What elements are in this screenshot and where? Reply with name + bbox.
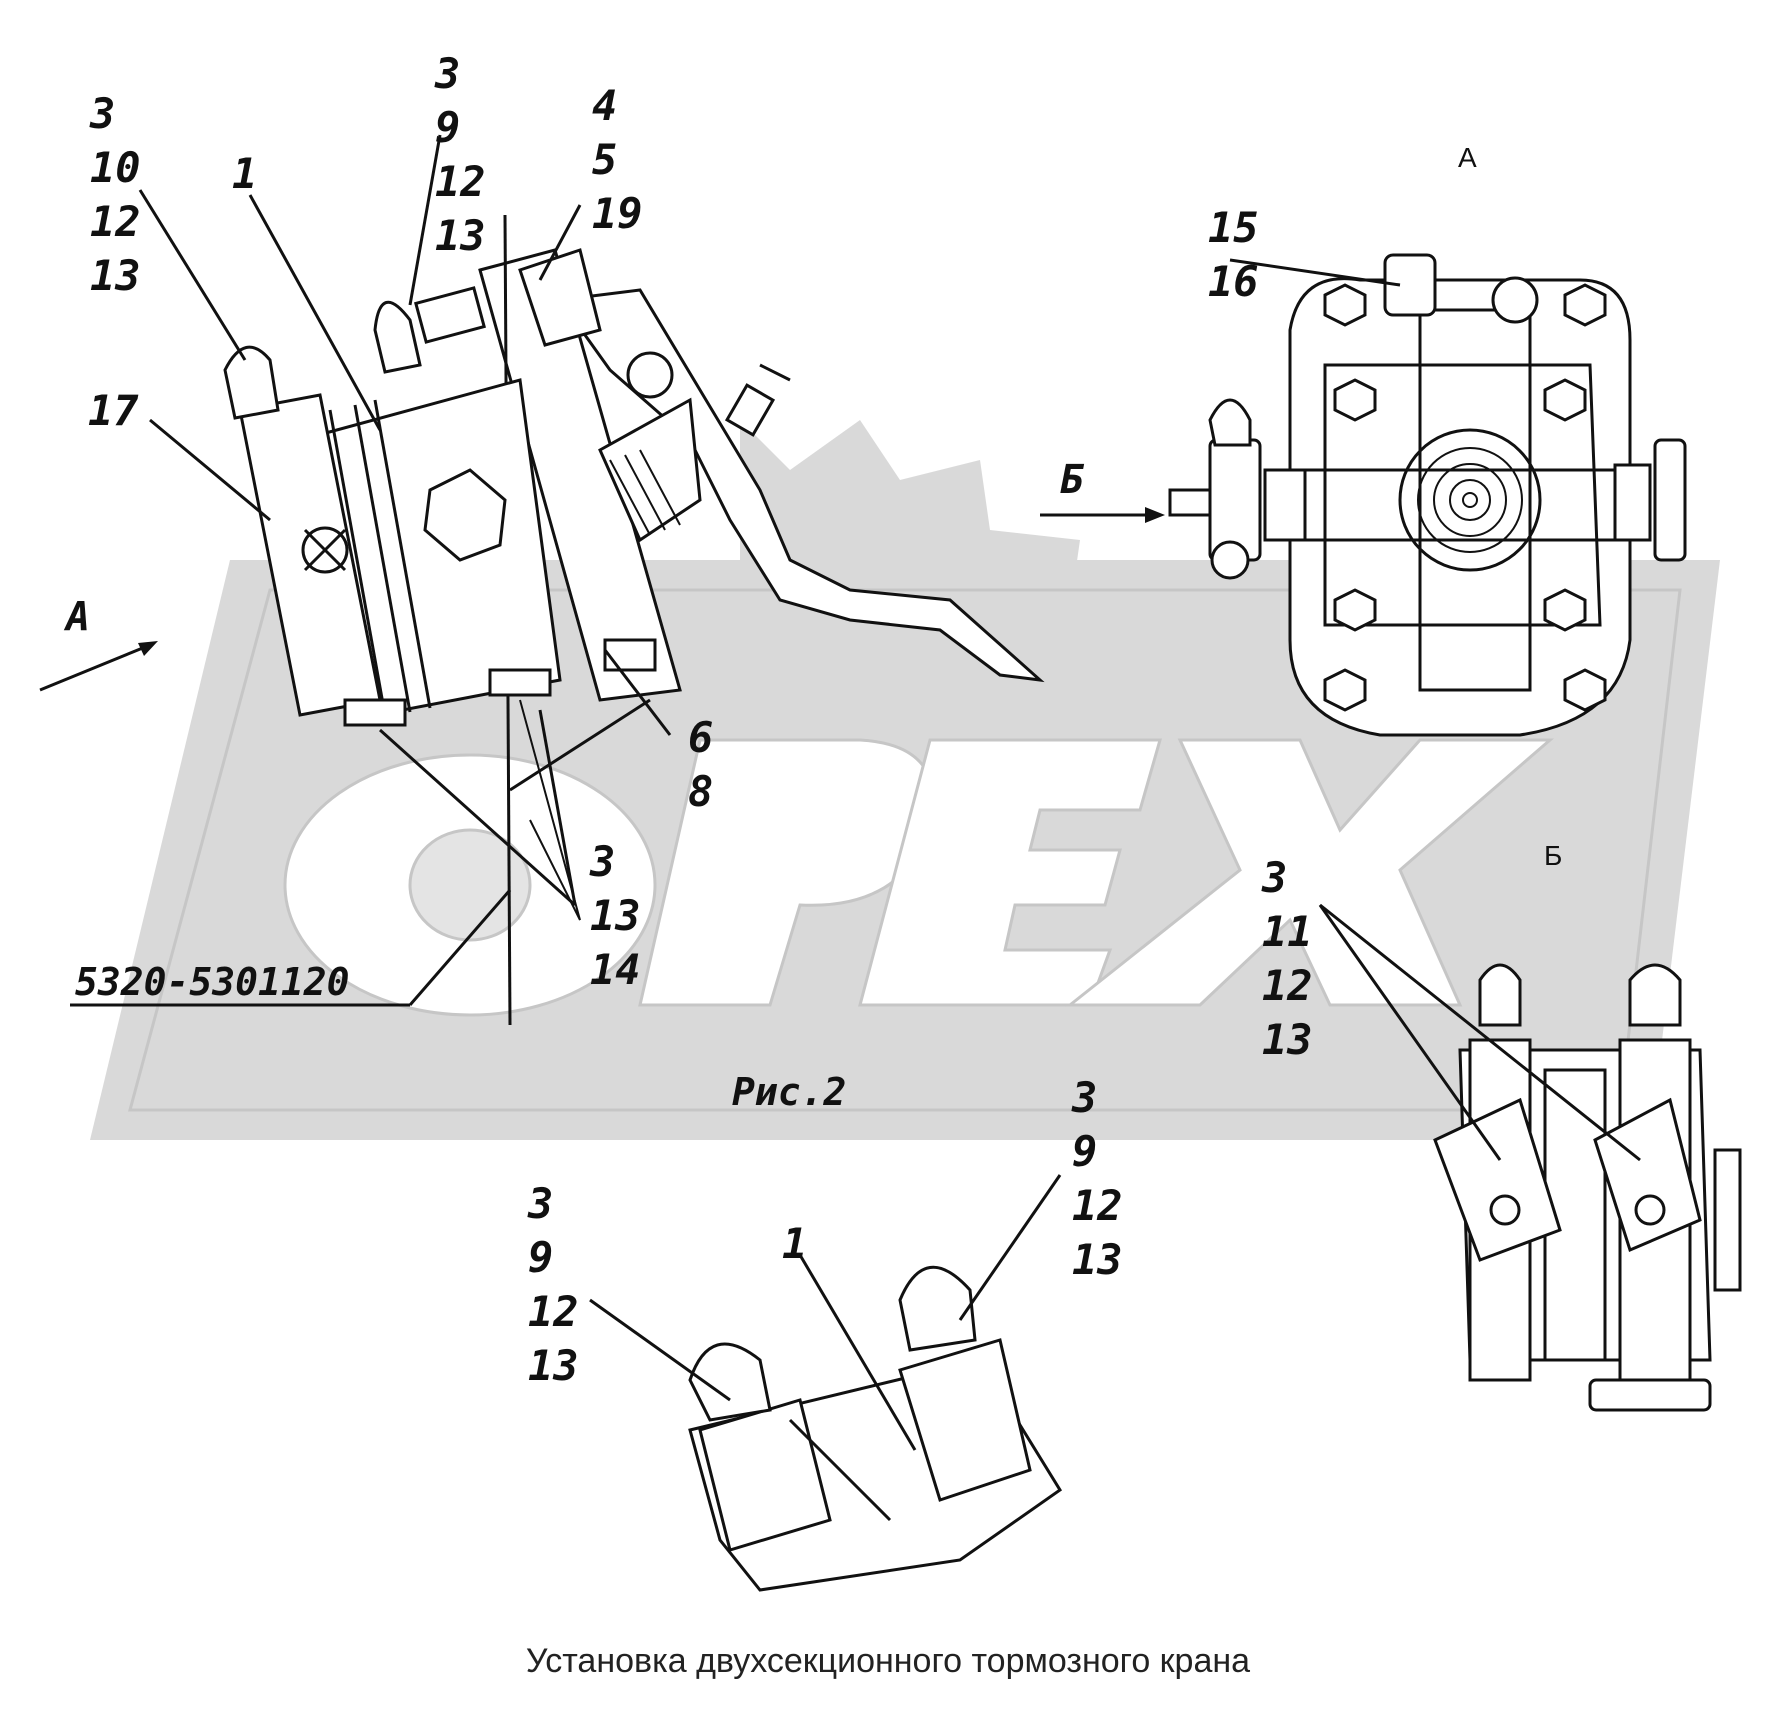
callout-3-11-12-13: 3 11 12 13 [1261,853,1313,1064]
callout-number: 14 [590,945,641,994]
part-number: 5320-5301120 [75,960,350,1004]
view-b-arrow-label: Б [1060,457,1085,503]
callout-3-13-14: 3 13 14 [589,837,641,994]
callout-1-bottom: 1 [782,1219,807,1268]
callout-number: 3 [89,89,115,138]
callout-number: 10 [90,143,141,192]
callout-number: 17 [88,386,139,435]
callout-number: 11 [1262,907,1313,956]
view-a-title: А [1458,142,1477,173]
callout-number: 3 [434,49,460,98]
callout-number: 12 [1072,1181,1123,1230]
callout-number: 1 [782,1219,807,1268]
callout-number: 12 [90,197,141,246]
callout-number: 9 [1072,1127,1097,1176]
brake-valve-side-view [223,214,1045,1026]
callout-number: 3 [527,1179,553,1228]
callout-number: 13 [590,891,641,940]
callout-3-9-12-13-bottom-right: 3 9 12 13 [1071,1073,1123,1284]
callout-3-9-12-13-bottom-left: 3 9 12 13 [527,1179,579,1390]
callout-15-16: 15 16 [1208,203,1259,306]
callout-number: 13 [528,1341,579,1390]
view-a-front [1040,253,1687,737]
callout-number: 3 [1261,853,1287,902]
callout-number: 12 [1262,961,1313,1010]
view-a-bolts [1323,283,1607,712]
drawing-caption: Установка двухсекционного тормозного кра… [526,1642,1250,1680]
view-b-title: Б [1544,840,1562,871]
leader-lines [39,134,1401,1451]
callout-number: 13 [435,211,486,260]
callout-number: 9 [435,103,460,152]
callout-number: 19 [592,189,643,238]
callout-number: 16 [1208,257,1259,306]
callout-number: 5 [592,135,617,184]
callout-number: 13 [1262,1015,1313,1064]
callout-3-9-12-13-top: 3 9 12 13 [434,49,486,260]
view-a-arrow-label: А [63,594,90,640]
callout-4-5-19: 4 5 19 [592,81,643,238]
callout-number: 9 [528,1233,553,1282]
callout-1-top: 1 [232,149,257,198]
callout-17: 17 [88,386,139,435]
callout-number: 12 [528,1287,579,1336]
callout-3-10-12-13: 3 10 12 13 [89,89,141,300]
figure-label: Рис.2 [732,1070,846,1114]
callout-6-8: 6 8 [688,713,713,816]
callout-number: 12 [435,157,486,206]
callout-number: 3 [589,837,615,886]
callout-number: 15 [1208,203,1259,252]
callout-number: 8 [688,767,713,816]
view-b-side [1318,903,1742,1412]
callout-number: 3 [1071,1073,1097,1122]
callout-number: 6 [688,713,713,762]
callout-number: 4 [592,81,617,130]
callout-number: 13 [90,251,141,300]
watermark-letters [283,738,1555,1017]
callout-number: 13 [1072,1235,1123,1284]
callout-number: 1 [232,149,257,198]
valve-top-view [688,1265,1063,1592]
